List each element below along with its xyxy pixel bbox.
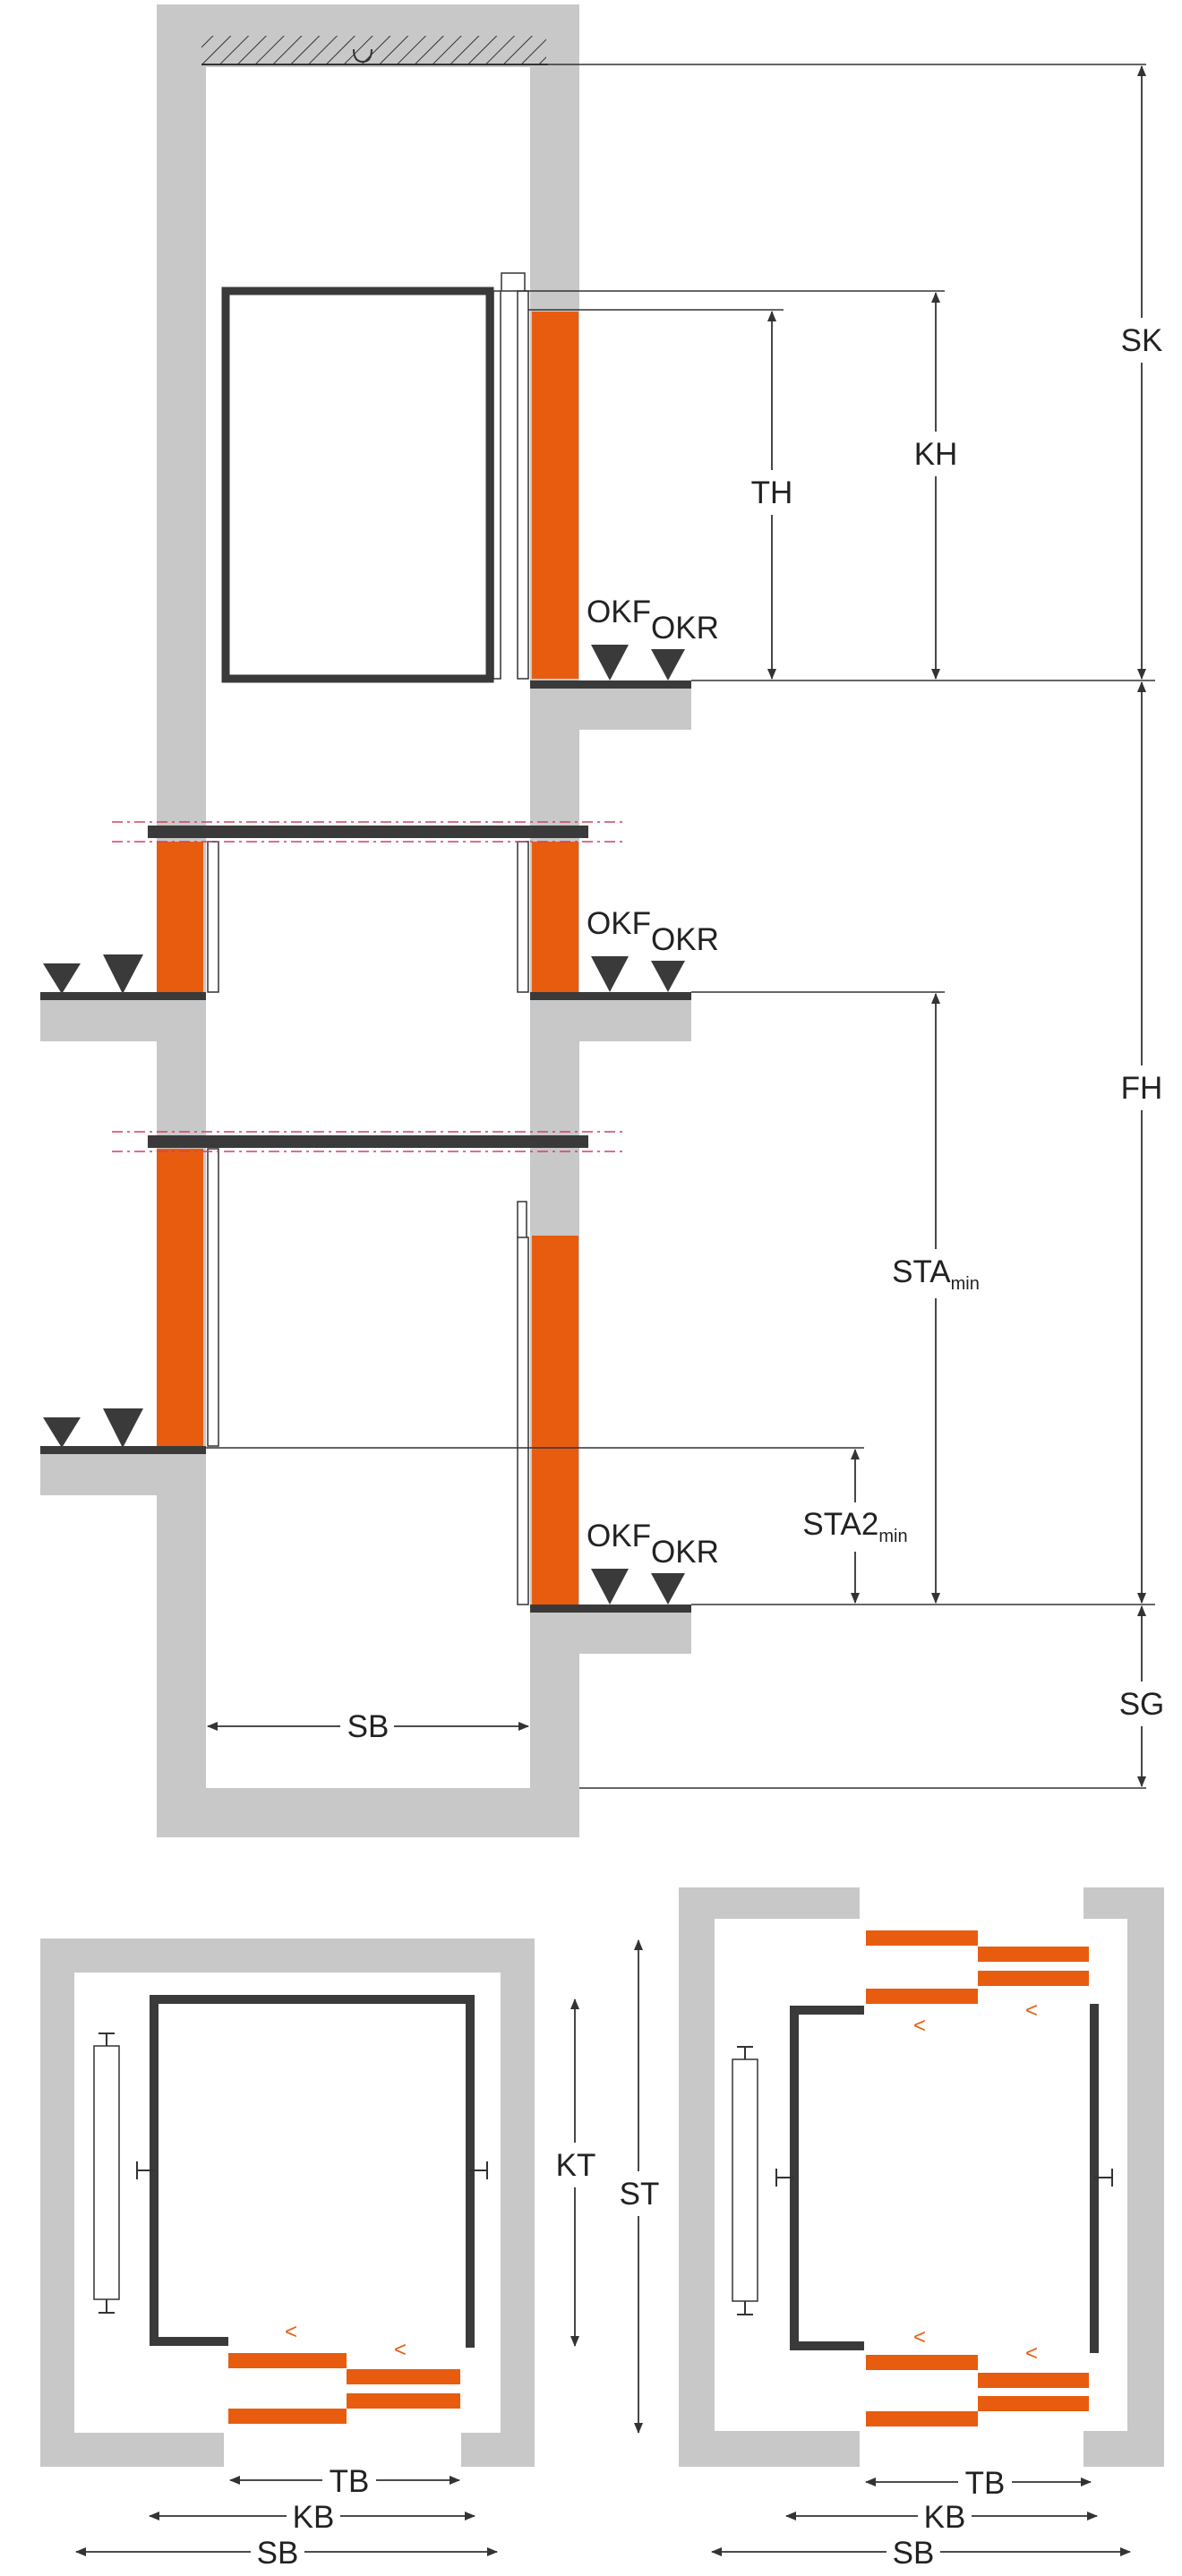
kh-label: KH <box>914 437 958 472</box>
okf-level-marker-icon <box>591 645 629 680</box>
level-marker-icon <box>103 954 143 994</box>
counterweight <box>732 2058 758 2302</box>
kt-label: KT <box>556 2148 596 2183</box>
plan-door-panel <box>866 2355 978 2370</box>
sta2-min-label: STA2min <box>802 1507 907 1546</box>
plan-door-panel <box>978 1947 1089 1962</box>
kb-label: KB <box>924 2500 966 2535</box>
plan-door-panel <box>228 2409 347 2424</box>
landing-slab-right-bottom <box>530 1605 691 1654</box>
shaft-pit-floor <box>157 1788 579 1837</box>
level-marker-icon <box>43 963 81 994</box>
okr-level-marker-icon <box>651 961 685 992</box>
level-marker-icon <box>103 1408 143 1448</box>
st-label: ST <box>620 2177 660 2212</box>
sb-section-label: SB <box>347 1709 390 1744</box>
tb-label: TB <box>330 2464 370 2499</box>
tb-label: TB <box>965 2466 1006 2501</box>
okr-label: OKR <box>651 611 719 646</box>
landing-slab-left-lower <box>40 1446 206 1495</box>
floor-beam-upper <box>148 826 588 838</box>
plan-door-panel <box>866 1989 978 2004</box>
landing-slab-right-middle <box>530 992 691 1041</box>
okr-label: OKR <box>651 1535 719 1570</box>
plan-view-through-entrance: < < < < TB KB SB <box>679 1887 1164 2573</box>
plan-door-panel <box>978 2373 1089 2388</box>
okr-level-marker-icon <box>651 1573 685 1605</box>
th-label: TH <box>751 475 793 510</box>
chevron-left-icon: < <box>913 2325 926 2349</box>
chevron-left-icon: < <box>913 2014 926 2038</box>
okf-label: OKF <box>587 906 651 941</box>
sta2-main: STA2 <box>802 1507 878 1542</box>
plan-view-single-entrance: < < KT ST TB KB SB <box>40 1938 665 2573</box>
shaft-ceiling-hatch <box>201 36 546 64</box>
plan-door-panel <box>866 2411 978 2426</box>
sb-label: SB <box>893 2536 935 2571</box>
plan-door-panel <box>978 2396 1089 2411</box>
sta-main: STA <box>892 1254 951 1289</box>
landing-door-right-top <box>532 312 578 679</box>
elevator-cabin <box>221 287 494 683</box>
sta2-sub: min <box>878 1527 907 1546</box>
chevron-left-icon: < <box>394 2338 407 2362</box>
sg-label: SG <box>1119 1687 1165 1722</box>
okr-level-marker-icon <box>651 649 685 680</box>
plan-door-panel <box>978 1971 1089 1986</box>
plan-door-panel <box>347 2369 460 2384</box>
chevron-left-icon: < <box>1025 1998 1038 2023</box>
level-marker-icon <box>43 1417 81 1448</box>
plan-door-panel <box>228 2353 347 2368</box>
okf-label: OKF <box>587 595 651 629</box>
hook-icon <box>353 48 373 64</box>
plan-door-panel <box>347 2393 460 2409</box>
chevron-left-icon: < <box>285 2320 297 2344</box>
sk-label: SK <box>1121 323 1163 358</box>
landing-door-left-lower <box>157 1149 203 1446</box>
counterweight <box>93 2045 120 2300</box>
landing-slab-right-top <box>530 680 691 730</box>
kb-label: KB <box>293 2500 335 2535</box>
sta-min-label: STAmin <box>892 1254 980 1294</box>
plan-door-panel <box>866 1930 978 1946</box>
okf-level-marker-icon <box>591 1569 629 1605</box>
landing-door-left-upper <box>157 842 203 992</box>
fh-label: FH <box>1121 1071 1163 1106</box>
chevron-left-icon: < <box>1025 2341 1038 2366</box>
landing-door-right-middle <box>532 842 578 992</box>
sta-sub: min <box>951 1274 980 1294</box>
okf-level-marker-icon <box>591 956 629 992</box>
landing-door-right-bottom <box>532 1236 578 1605</box>
okf-label: OKF <box>587 1519 651 1553</box>
cabin-door-panel <box>492 290 501 680</box>
landing-slab-left-upper <box>40 992 206 1041</box>
floor-beam-lower <box>148 1135 588 1148</box>
okr-label: OKR <box>651 922 719 957</box>
plan-cabin <box>150 1995 475 2348</box>
sb-label: SB <box>257 2536 299 2571</box>
shaft-section-view: OKF OKR OKF OKR OKF OKR SK FH SG KH T <box>40 4 1164 1837</box>
